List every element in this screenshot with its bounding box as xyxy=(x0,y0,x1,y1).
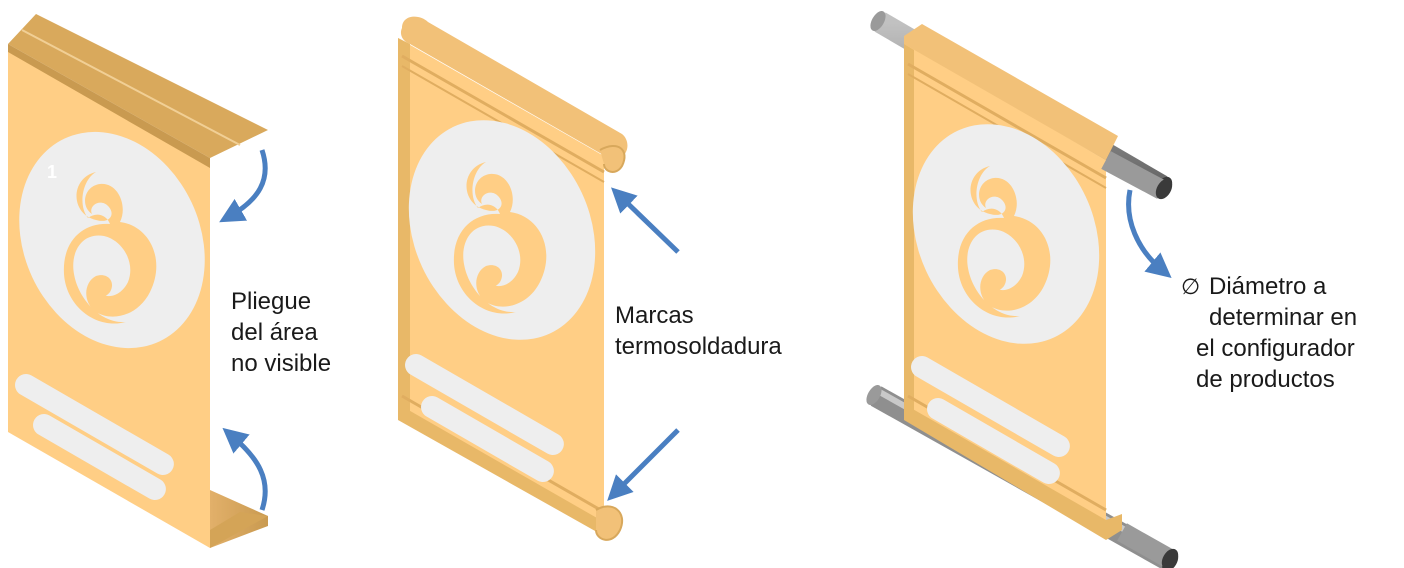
diameter-label: ∅ Diámetro a determinar en el configurad… xyxy=(1181,271,1358,395)
diameter-label-line-2: determinar en xyxy=(1209,304,1358,331)
fold-label: Pliegue del área no visible xyxy=(231,286,331,379)
weld-line-top xyxy=(401,54,605,174)
text-bar-5 xyxy=(911,356,1070,458)
bottom-pocket-3 xyxy=(904,404,1122,540)
diameter-label-line-3: el configurador xyxy=(1196,335,1355,362)
diameter-label-line-1-text: Diámetro a xyxy=(1209,273,1327,300)
diameter-arrow xyxy=(1126,189,1172,279)
logo-icon-3 xyxy=(957,166,1051,318)
panel-badge: 1 xyxy=(47,162,57,182)
fold-label-line-1: Pliegue xyxy=(231,288,312,315)
panel-rod-banner xyxy=(866,11,1179,568)
diameter-symbol-icon: ∅ xyxy=(1181,274,1201,299)
fold-label-line-2: del área xyxy=(231,319,318,346)
weld-label: Marcas termosoldadura xyxy=(615,300,782,362)
weld-arrow-top xyxy=(611,187,680,254)
top-fold-flap xyxy=(8,14,268,158)
weld-label-line-1: Marcas xyxy=(615,302,694,329)
fold-arrow-top xyxy=(219,149,268,223)
bottom-pocket xyxy=(398,404,604,536)
text-bar-1 xyxy=(15,374,174,476)
fold-arrow-bottom xyxy=(222,427,268,511)
logo-icon xyxy=(63,172,157,324)
logo-ellipse xyxy=(19,131,205,349)
text-bar-6 xyxy=(927,398,1060,485)
text-bar-4 xyxy=(421,396,554,483)
text-bar-3 xyxy=(405,354,564,456)
weld-arrow-bottom xyxy=(607,428,680,501)
fold-label-line-3: no visible xyxy=(231,350,332,377)
top-pocket xyxy=(400,16,628,160)
weld-label-line-2: termosoldadura xyxy=(615,333,782,360)
text-bar-2 xyxy=(33,414,166,501)
logo-icon-2 xyxy=(453,162,547,314)
diameter-label-line-4: de productos xyxy=(1196,366,1335,393)
diameter-label-line-1: ∅ Diámetro a xyxy=(1181,271,1357,302)
top-pocket-3 xyxy=(904,24,1118,160)
logo-ellipse-3 xyxy=(912,124,1100,344)
panel-pocket-banner xyxy=(398,16,680,541)
logo-ellipse-2 xyxy=(408,120,596,340)
panel-folded-banner: 1 xyxy=(8,14,268,548)
